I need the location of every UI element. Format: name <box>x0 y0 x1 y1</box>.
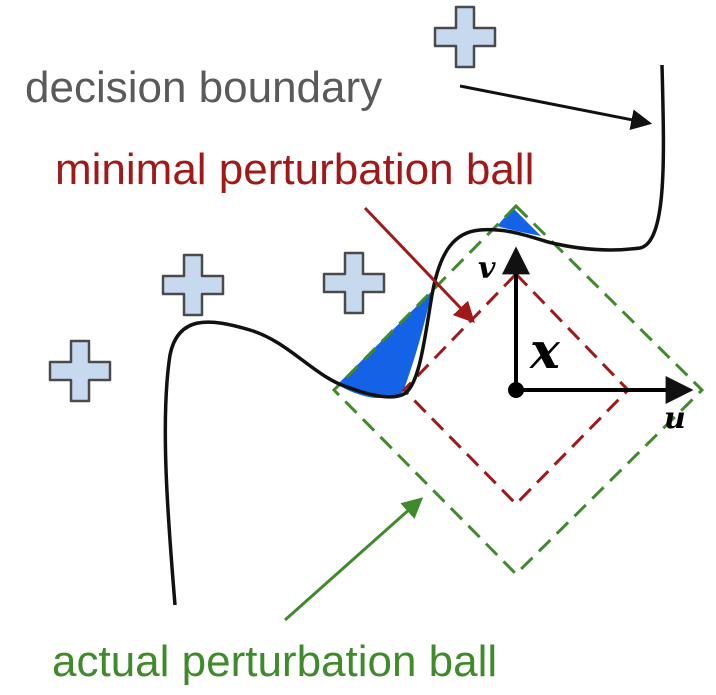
plus-icon <box>161 253 225 317</box>
point-x-label: x <box>529 321 561 380</box>
plus-icon <box>322 251 386 315</box>
point-x <box>508 382 524 398</box>
overlap-region-lower <box>338 291 432 398</box>
minimal-perturbation-ball <box>401 271 631 507</box>
decision-boundary-curve <box>163 64 666 606</box>
plus-icon <box>433 5 497 69</box>
minimal-ball-label: minimal perturbation ball <box>55 145 534 194</box>
axis-v-label: v <box>478 251 496 286</box>
actual-ball-arrow <box>284 497 424 622</box>
actual-ball-label: actual perturbation ball <box>52 637 497 686</box>
plus-icon <box>48 339 112 403</box>
decision-boundary-arrow <box>459 84 653 131</box>
decision-boundary-label: decision boundary <box>25 63 382 112</box>
minimal-ball-arrow <box>363 206 475 324</box>
axis-u-label: u <box>664 401 686 436</box>
